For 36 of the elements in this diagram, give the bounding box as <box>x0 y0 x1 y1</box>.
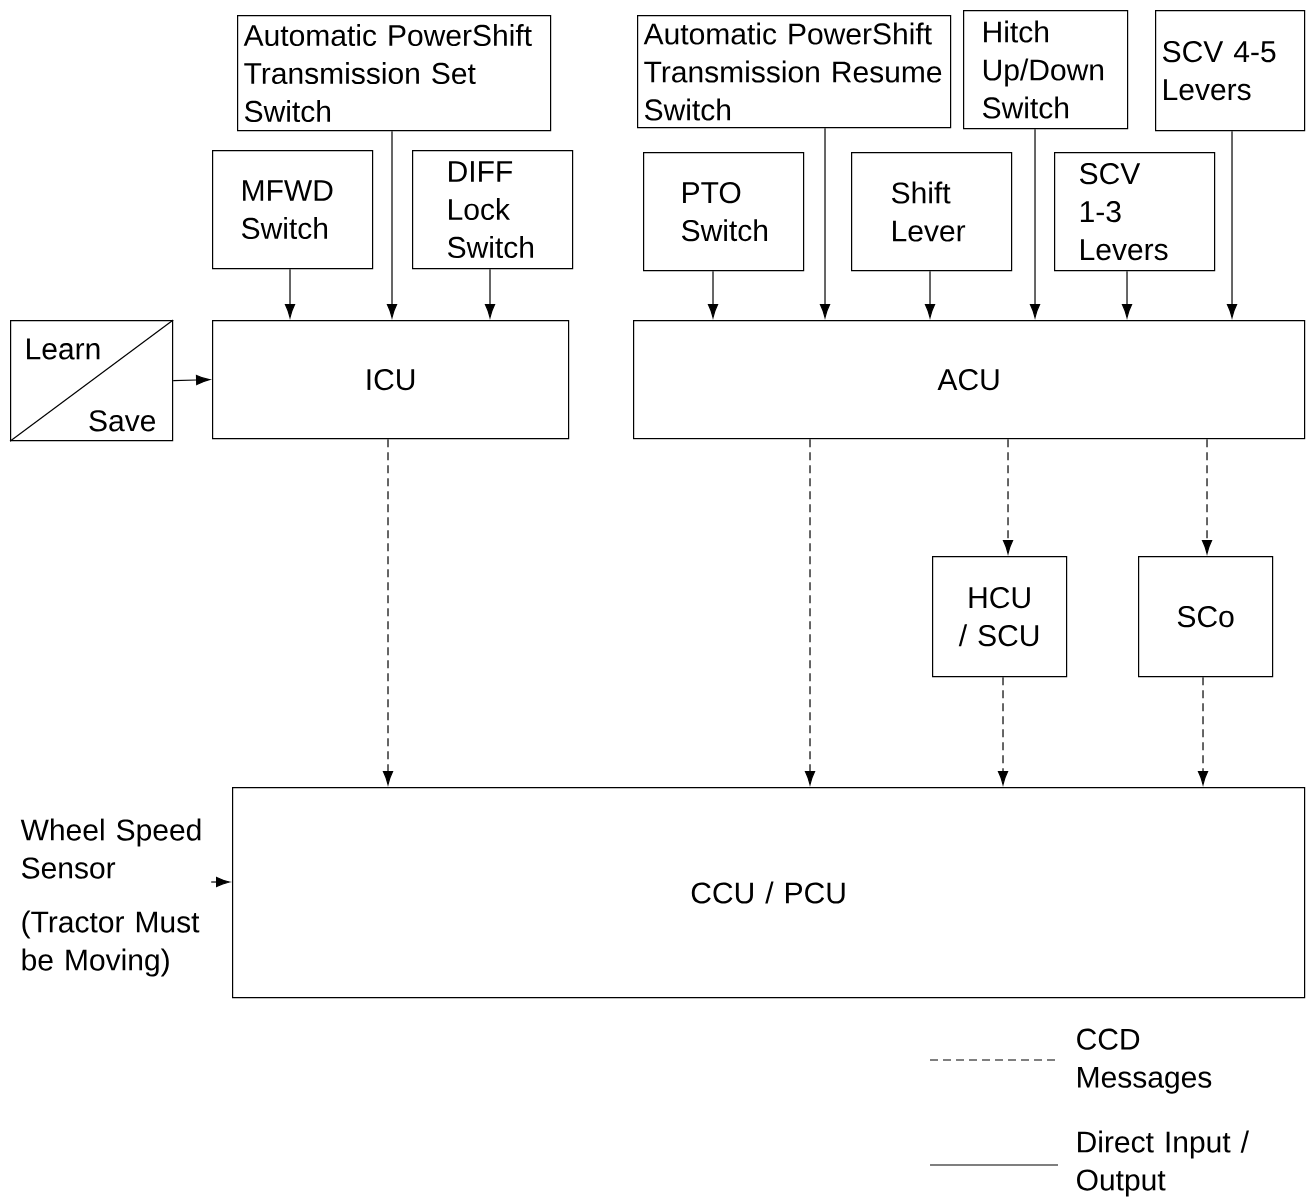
arrow <box>1002 438 1014 554</box>
note-text: (Tractor Must be Moving) <box>22 910 200 977</box>
arrow <box>707 270 719 318</box>
learn-save-box: Learn Save <box>9 319 174 442</box>
control-unit-box: HCU / SCU <box>932 556 1068 678</box>
arrow <box>804 438 816 785</box>
control-unit-box: CCU / PCU <box>232 787 1306 999</box>
arrow <box>210 876 230 888</box>
arrow <box>997 676 1009 785</box>
arrow <box>284 268 296 318</box>
arrow <box>382 438 394 785</box>
lever-box: SCV 1-3 Levers <box>1054 152 1216 272</box>
arrow <box>1197 676 1209 785</box>
arrow <box>1226 130 1238 318</box>
arrow <box>1029 128 1041 318</box>
arrow <box>819 127 831 318</box>
arrow <box>484 268 496 318</box>
switch-box: Hitch Up/Down Switch <box>963 10 1129 130</box>
legend-text: CCD Messages <box>1077 1028 1212 1094</box>
arrow <box>924 270 936 318</box>
control-unit-box: ICU <box>212 320 570 440</box>
legend-text: Direct Input / Output <box>1077 1130 1249 1197</box>
lever-box: SCV 4-5 Levers <box>1155 10 1306 132</box>
switch-box: DIFF Lock Switch <box>412 150 574 270</box>
lever-box: Shift Lever <box>851 152 1013 272</box>
control-unit-box: ACU <box>633 320 1306 440</box>
arrow <box>1121 270 1133 318</box>
switch-box: PTO Switch <box>643 152 805 272</box>
arrow <box>172 374 210 386</box>
sensor-label: Wheel Speed Sensor <box>20 818 201 879</box>
switch-box: Automatic PowerShift Transmission Set Switch <box>237 15 552 132</box>
arrow <box>386 130 398 318</box>
switch-box: Automatic PowerShift Transmission Resume Switch <box>637 15 952 129</box>
arrow <box>1201 438 1213 554</box>
control-unit-box: SCo <box>1138 556 1274 678</box>
switch-box: MFWD Switch <box>212 150 374 270</box>
